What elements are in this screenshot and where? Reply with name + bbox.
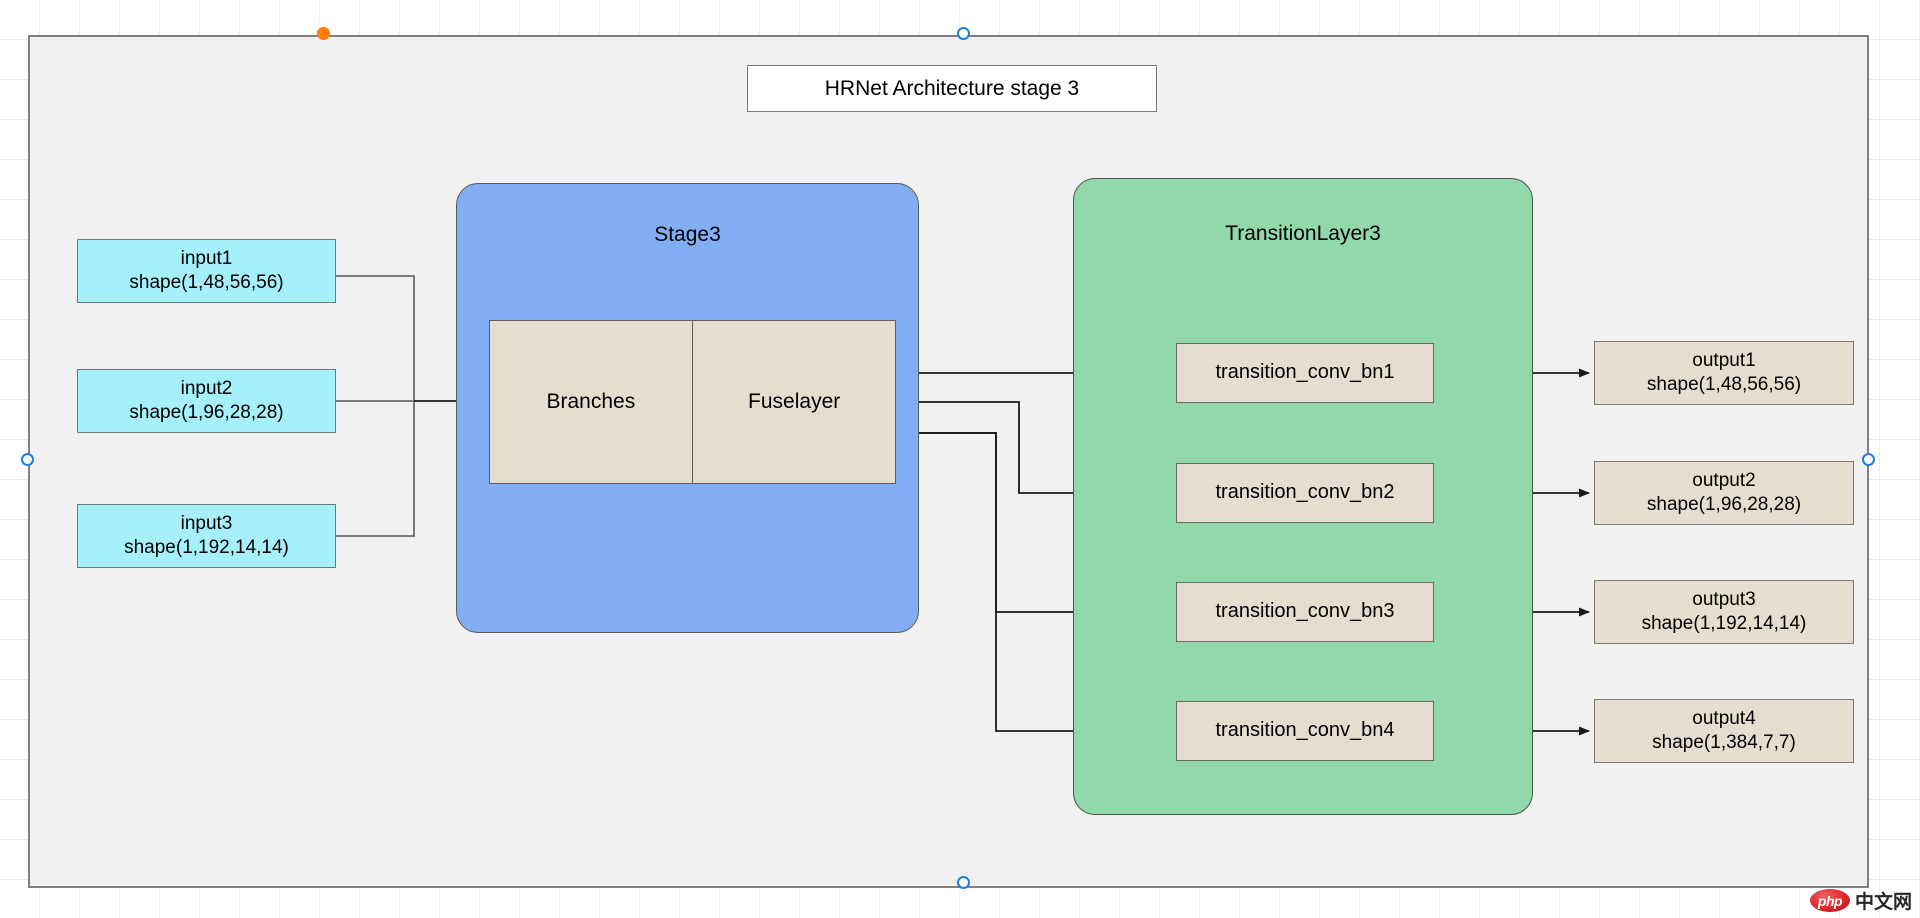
resize-handle-top-orange[interactable] xyxy=(317,27,330,40)
php-logo-icon: php xyxy=(1809,889,1850,912)
output-node-3[interactable]: output3 shape(1,192,14,14) xyxy=(1594,580,1854,644)
output-node-1[interactable]: output1 shape(1,48,56,56) xyxy=(1594,341,1854,405)
watermark: php 中文网 xyxy=(1809,887,1912,914)
resize-handle-right-middle[interactable] xyxy=(1862,453,1875,466)
transition-block-4[interactable]: transition_conv_bn4 xyxy=(1176,701,1434,761)
diagram-title-box[interactable]: HRNet Architecture stage 3 xyxy=(747,65,1157,112)
cell-branches[interactable]: Branches xyxy=(546,390,636,413)
split-divider xyxy=(691,321,694,483)
input-node-2[interactable]: input2 shape(1,96,28,28) xyxy=(77,369,336,433)
transition-block-3[interactable]: transition_conv_bn3 xyxy=(1176,582,1434,642)
group-transitionlayer3-title: TransitionLayer3 xyxy=(1225,222,1381,245)
watermark-text: 中文网 xyxy=(1854,892,1912,913)
transition-block-2[interactable]: transition_conv_bn2 xyxy=(1176,463,1434,523)
input-node-3[interactable]: input3 shape(1,192,14,14) xyxy=(77,504,336,568)
diagram-page-selection[interactable] xyxy=(28,35,1869,888)
transition-block-1[interactable]: transition_conv_bn1 xyxy=(1176,343,1434,403)
stage3-inner-split: Branches Fuselayer xyxy=(489,320,896,484)
group-stage3-title: Stage3 xyxy=(654,223,721,246)
resize-handle-top-center[interactable] xyxy=(957,27,970,40)
output-node-4[interactable]: output4 shape(1,384,7,7) xyxy=(1594,699,1854,763)
page-title: HRNet Architecture stage 3 xyxy=(824,76,1080,100)
cell-fuselayer[interactable]: Fuselayer xyxy=(748,390,841,413)
input-node-1[interactable]: input1 shape(1,48,56,56) xyxy=(77,239,336,303)
resize-handle-bottom-center[interactable] xyxy=(957,876,970,889)
output-node-2[interactable]: output2 shape(1,96,28,28) xyxy=(1594,461,1854,525)
resize-handle-left-middle[interactable] xyxy=(21,453,34,466)
